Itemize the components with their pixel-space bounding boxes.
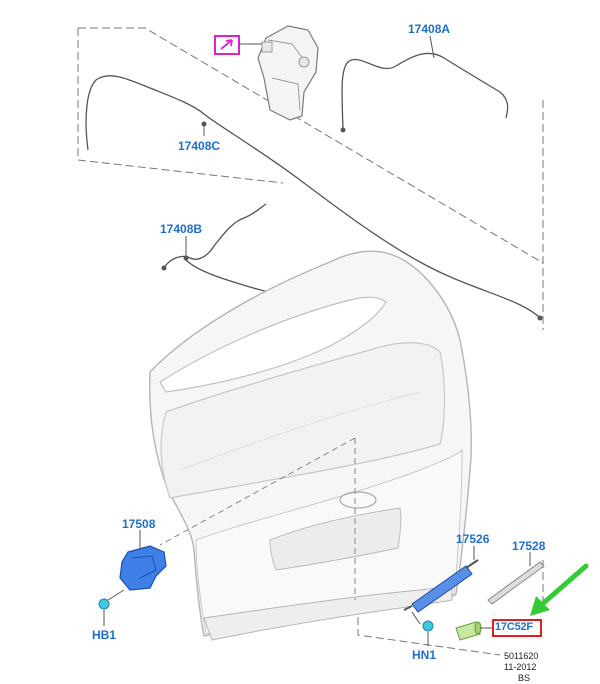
liftgate[interactable] xyxy=(149,250,472,641)
strut-17528[interactable] xyxy=(487,552,545,605)
label-17526[interactable]: 17526 xyxy=(456,532,490,546)
label-17408a[interactable]: 17408A xyxy=(408,22,451,36)
washer-reservoir[interactable] xyxy=(257,25,319,121)
gas-strut-17526[interactable] xyxy=(403,546,479,613)
reservoir-marker-icon[interactable] xyxy=(214,35,262,55)
bolt-hb1[interactable] xyxy=(98,589,125,626)
label-17528[interactable]: 17528 xyxy=(512,539,546,553)
reference-date: 11-2012 xyxy=(504,662,537,672)
reference-number: 5011620 xyxy=(504,651,539,661)
reference-code: BS xyxy=(518,673,531,683)
label-hb1[interactable]: HB1 xyxy=(92,628,117,642)
dashed-frame xyxy=(77,27,544,656)
selected-part-box[interactable] xyxy=(492,619,542,637)
washer-hoses xyxy=(85,52,541,319)
latch-17508[interactable] xyxy=(119,530,167,591)
pointer-arrow-icon xyxy=(530,563,589,616)
bump-stop-17c52f[interactable] xyxy=(455,621,494,641)
label-17408c[interactable]: 17408C xyxy=(178,139,221,153)
nut-hn1[interactable] xyxy=(411,611,434,646)
diagram-reference: 5011620 11-2012 BS xyxy=(504,651,538,684)
hose-leaders xyxy=(185,35,435,256)
label-17c52f[interactable]: 17C52F xyxy=(495,621,533,633)
label-hn1[interactable]: HN1 xyxy=(412,648,437,662)
label-17508[interactable]: 17508 xyxy=(122,517,156,531)
label-17408b[interactable]: 17408B xyxy=(160,222,203,236)
